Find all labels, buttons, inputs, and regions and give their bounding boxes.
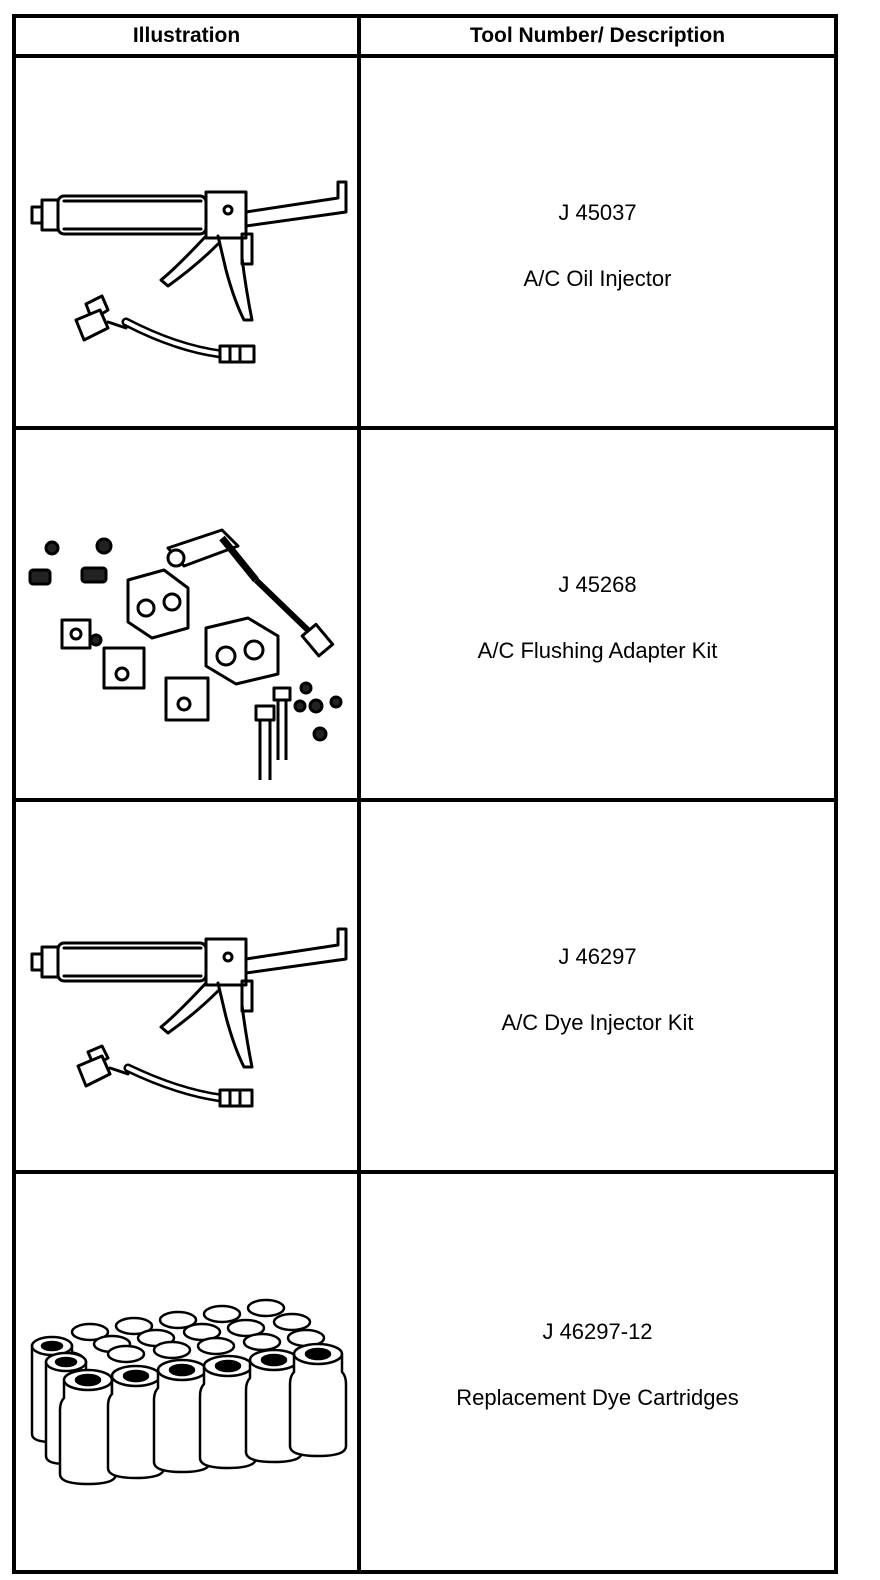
oil-injector-gun-icon: [16, 58, 357, 426]
tool-description-cell: J 46297-12 Replacement Dye Cartridges: [361, 1174, 834, 1570]
dye-injector-gun-icon: [16, 802, 357, 1170]
header-illustration: Illustration: [132, 24, 241, 47]
table-row: J 46297 A/C Dye Injector Kit: [16, 802, 834, 1174]
tool-description: Replacement Dye Cartridges: [456, 1385, 739, 1410]
tool-description-cell: J 45268 A/C Flushing Adapter Kit: [361, 430, 834, 798]
tool-description-cell: J 45037 A/C Oil Injector: [361, 58, 834, 426]
table-header: Illustration Tool Number/ Description: [16, 18, 834, 58]
tool-number: J 46297-12: [542, 1319, 653, 1344]
table-row: J 46297-12 Replacement Dye Cartridges: [16, 1174, 834, 1570]
tool-number: J 46297: [558, 944, 637, 969]
tool-description-cell: J 46297 A/C Dye Injector Kit: [361, 802, 834, 1170]
table-row: J 45037 A/C Oil Injector: [16, 58, 834, 430]
flushing-adapter-kit-icon: [16, 430, 357, 798]
column-divider: [357, 18, 361, 1570]
tool-description: A/C Dye Injector Kit: [501, 1010, 694, 1035]
table-row: J 45268 A/C Flushing Adapter Kit: [16, 430, 834, 802]
tool-number: J 45037: [558, 200, 637, 225]
tool-table: Illustration Tool Number/ Description: [12, 14, 838, 1574]
header-tool-number-description: Tool Number/ Description: [469, 24, 726, 47]
tool-description: A/C Oil Injector: [523, 266, 672, 291]
dye-cartridges-icon: [16, 1174, 357, 1570]
tool-number: J 45268: [558, 572, 637, 597]
tool-description: A/C Flushing Adapter Kit: [477, 638, 718, 663]
